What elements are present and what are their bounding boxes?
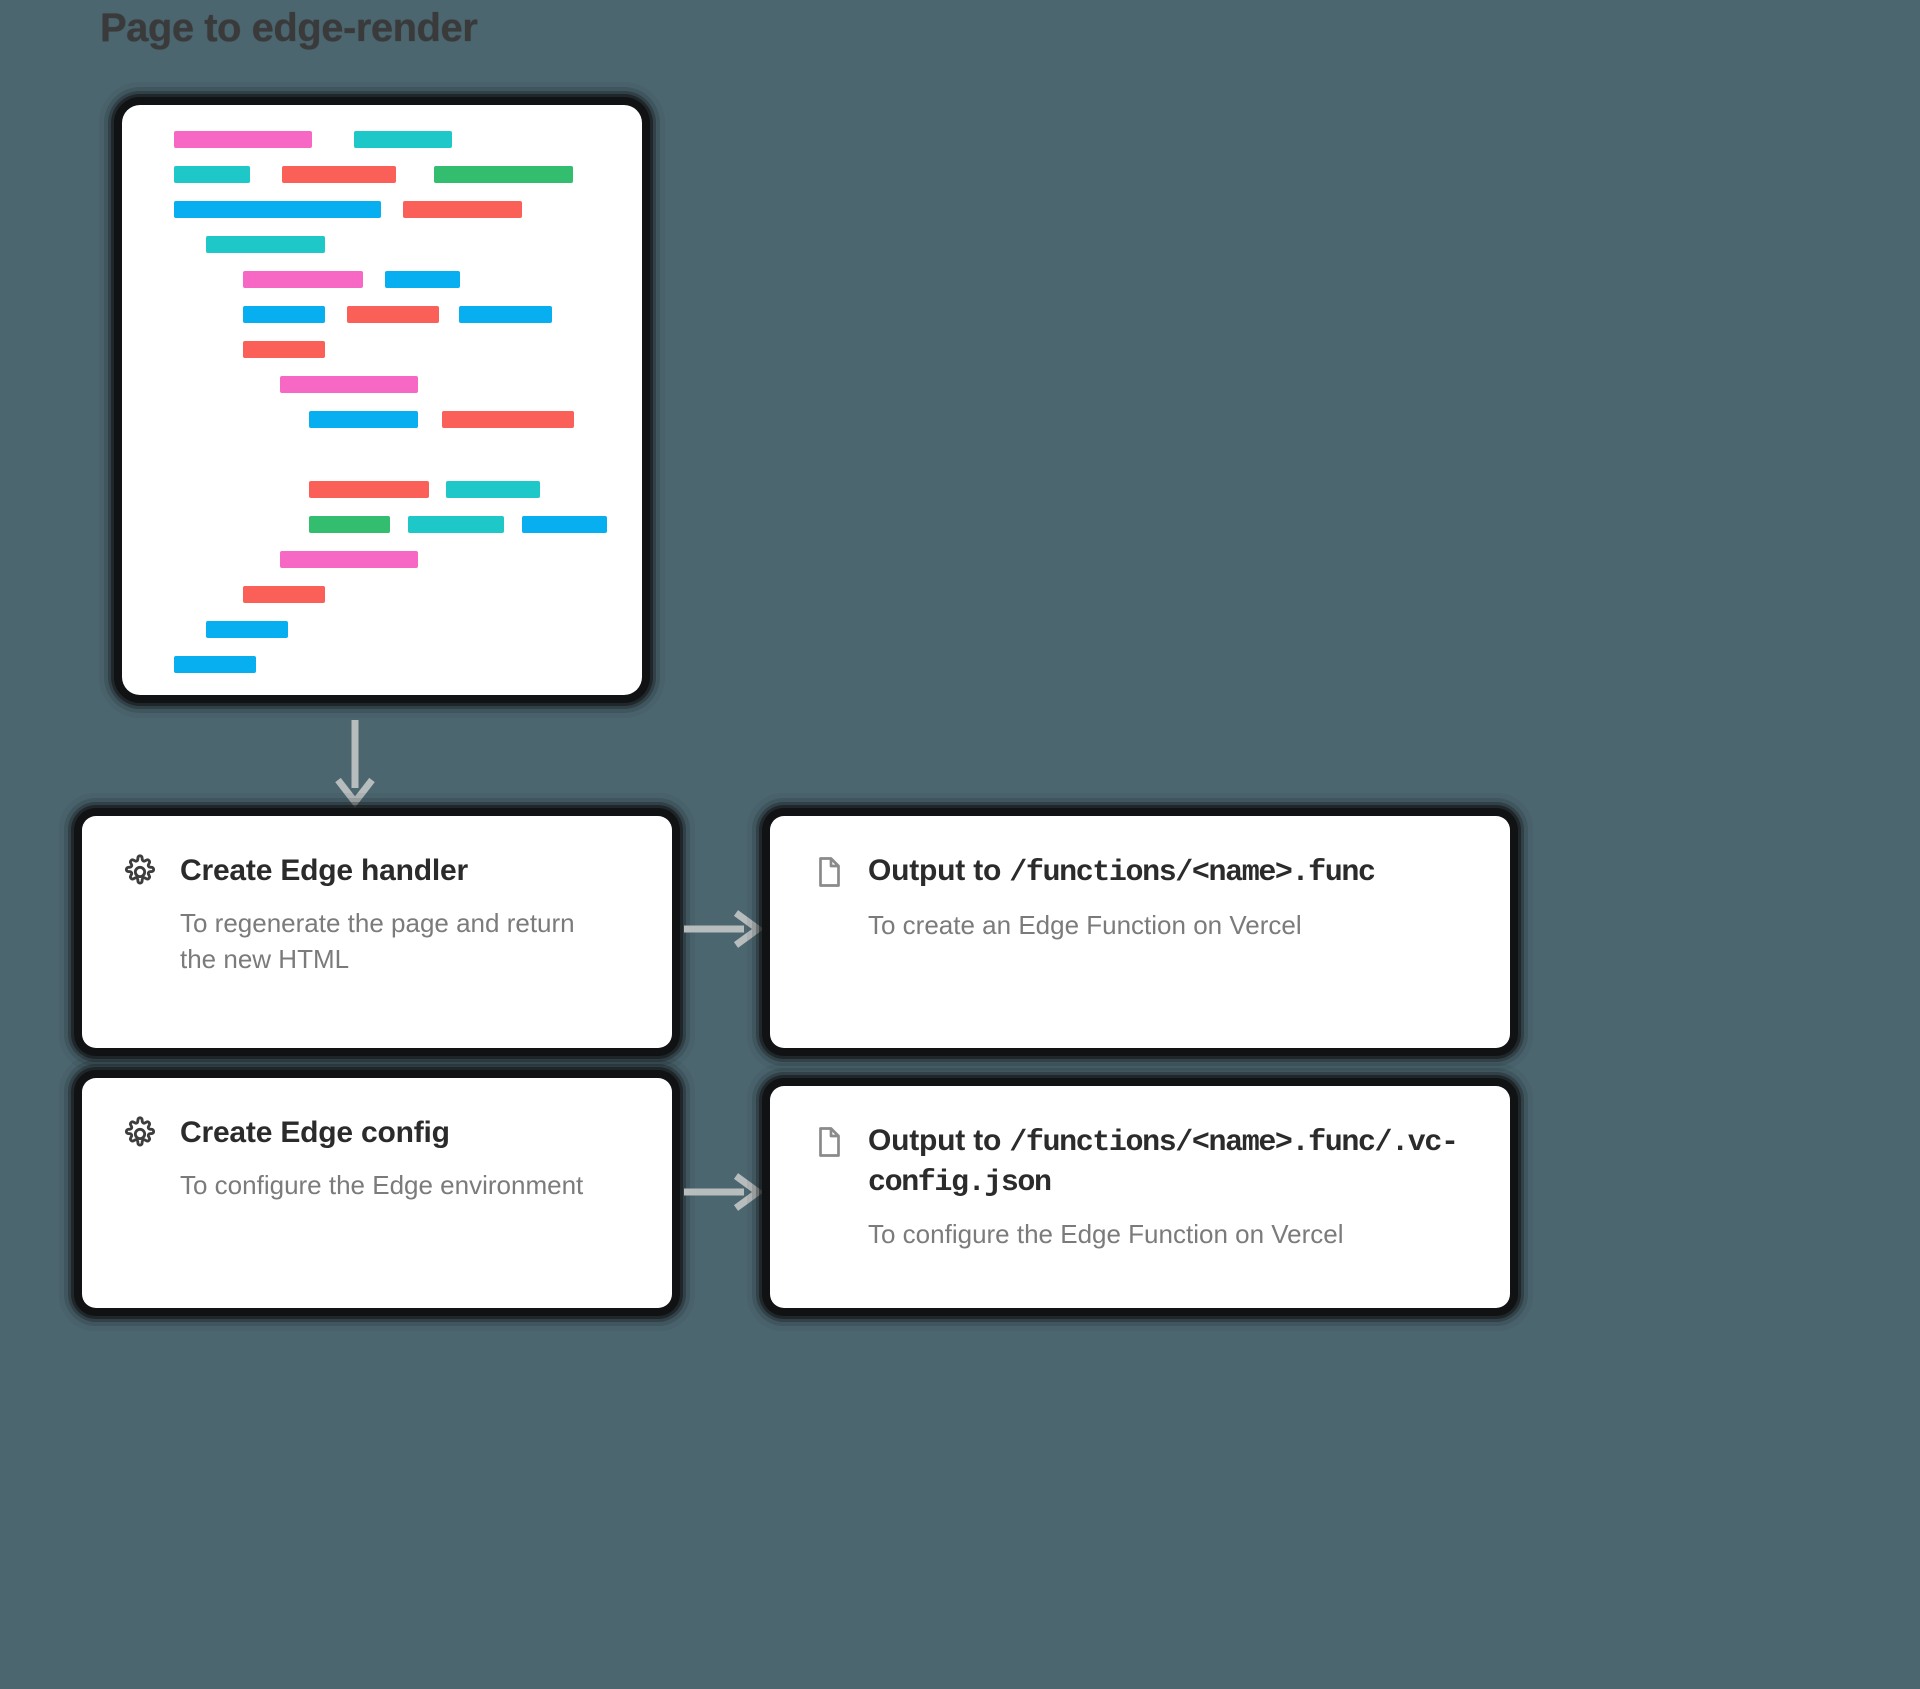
card-header: Output to /functions/<name>.func xyxy=(810,852,1470,892)
card-create-edge-handler[interactable]: Create Edge handler To regenerate the pa… xyxy=(82,816,672,1048)
code-token xyxy=(522,516,607,533)
code-token xyxy=(174,131,312,148)
card-header: Create Edge handler xyxy=(122,852,632,890)
code-token xyxy=(280,376,418,393)
card-title: Output to /functions/<name>.func xyxy=(868,852,1376,892)
gear-icon xyxy=(122,854,158,890)
arrow-handler-to-output xyxy=(682,905,762,953)
code-line-list xyxy=(122,105,642,695)
code-token xyxy=(280,551,418,568)
card-title: Create Edge config xyxy=(180,1116,450,1149)
card-title: Output to /functions/<name>.func/.vc-con… xyxy=(868,1122,1470,1203)
file-icon xyxy=(810,1124,846,1160)
code-token xyxy=(347,306,439,323)
card-header: Create Edge config xyxy=(122,1114,632,1152)
card-subtitle: To configure the Edge environment xyxy=(180,1170,584,1201)
code-token xyxy=(243,341,325,358)
card-output-functions-func[interactable]: Output to /functions/<name>.func To crea… xyxy=(770,816,1510,1048)
card-output-vc-config[interactable]: Output to /functions/<name>.func/.vc-con… xyxy=(770,1086,1510,1308)
code-token xyxy=(408,516,504,533)
gear-icon xyxy=(122,1116,158,1152)
card-title-prefix: Output to xyxy=(868,1124,1010,1157)
card-title-path: /functions/<name>.func/.vc-config.json xyxy=(868,1126,1459,1201)
card-title-path: /functions/<name>.func xyxy=(1009,856,1376,890)
code-token xyxy=(403,201,522,218)
code-token xyxy=(243,586,325,603)
card-subtitle: To create an Edge Function on Vercel xyxy=(868,910,1302,941)
card-subtitle: To configure the Edge Function on Vercel xyxy=(868,1218,1344,1249)
card-header: Output to /functions/<name>.func/.vc-con… xyxy=(810,1122,1470,1203)
code-token xyxy=(282,166,396,183)
code-token xyxy=(309,411,418,428)
code-token xyxy=(174,201,381,218)
code-token xyxy=(243,271,363,288)
file-icon xyxy=(810,854,846,890)
code-token xyxy=(309,481,429,498)
code-token xyxy=(385,271,460,288)
code-token xyxy=(174,166,250,183)
card-subtitle: To regenerate the page and return the ne… xyxy=(180,908,575,974)
code-token xyxy=(174,656,256,673)
code-token xyxy=(459,306,552,323)
code-token xyxy=(446,481,540,498)
card-title-prefix: Output to xyxy=(868,854,1010,887)
code-token xyxy=(442,411,574,428)
code-token xyxy=(354,131,452,148)
code-token xyxy=(206,236,325,253)
code-token xyxy=(309,516,390,533)
arrow-config-to-output xyxy=(682,1168,762,1216)
code-token xyxy=(206,621,288,638)
code-token xyxy=(243,306,325,323)
source-code-preview-card xyxy=(122,105,642,695)
card-title: Create Edge handler xyxy=(180,854,468,887)
code-token xyxy=(434,166,573,183)
page-title: Page to edge-render xyxy=(100,6,478,50)
arrow-code-to-handler xyxy=(332,718,378,808)
card-create-edge-config[interactable]: Create Edge config To configure the Edge… xyxy=(82,1078,672,1308)
